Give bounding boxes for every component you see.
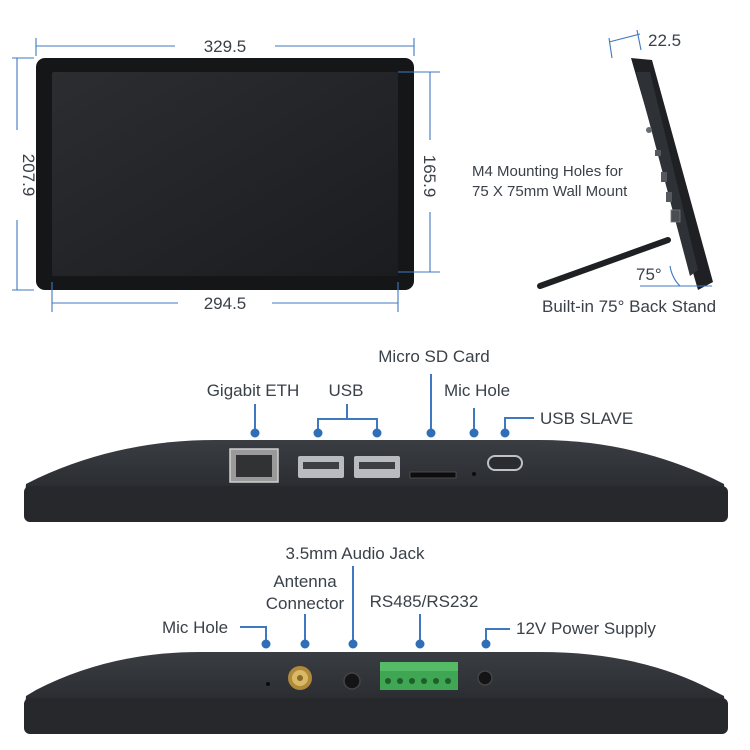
front-view: 329.5 207.9 165.9 294.5: [12, 37, 440, 313]
bottom-edge-view: 3.5mm Audio Jack Antenna Connector Mic H…: [24, 544, 728, 734]
mounting-holes-line2: 75 X 75mm Wall Mount: [472, 183, 628, 200]
label-audio-jack: 3.5mm Audio Jack: [286, 544, 425, 563]
power-jack: [477, 670, 493, 686]
label-antenna-line2: Connector: [266, 594, 345, 613]
dim-height-outer: 207.9: [12, 57, 38, 291]
side-view: 22.5 75° M4 Mounting Holes for 75 X 75mm…: [472, 29, 716, 316]
stand-angle-label: 75°: [636, 265, 662, 284]
label-mic-hole-bottom: Mic Hole: [162, 618, 228, 637]
rs485-terminal-block: [380, 662, 458, 690]
dim-height-outer-label: 207.9: [19, 154, 38, 197]
dim-height-inner-label: 165.9: [420, 155, 439, 198]
label-mic-hole-top: Mic Hole: [444, 381, 510, 400]
dim-width-bottom-label: 294.5: [204, 294, 247, 313]
antenna-connector: [288, 666, 312, 690]
label-usb-slave: USB SLAVE: [540, 409, 633, 428]
label-antenna-line1: Antenna: [273, 572, 337, 591]
dim-height-inner: 165.9: [398, 71, 440, 273]
label-micro-sd: Micro SD Card: [378, 347, 489, 366]
micro-sd-slot: [409, 471, 457, 479]
label-gigabit-eth: Gigabit ETH: [207, 381, 300, 400]
dim-width-top: 329.5: [35, 37, 415, 56]
front-screen: [52, 72, 398, 276]
mounting-holes-line1: M4 Mounting Holes for: [472, 163, 623, 180]
dim-width-bottom: 294.5: [51, 282, 399, 313]
dim-depth-label: 22.5: [648, 31, 681, 50]
dim-width-top-label: 329.5: [204, 37, 247, 56]
audio-jack: [343, 672, 361, 690]
label-power-supply: 12V Power Supply: [516, 619, 656, 638]
top-edge-view: Micro SD Card Gigabit ETH USB Mic Hole U…: [24, 347, 728, 522]
mic-hole-bottom: [266, 682, 270, 686]
back-stand-label: Built-in 75° Back Stand: [542, 297, 716, 316]
label-usb: USB: [329, 381, 364, 400]
back-stand: [537, 237, 671, 289]
mic-hole-top: [472, 472, 476, 476]
usb-c-port: [487, 455, 523, 471]
label-rs485: RS485/RS232: [370, 592, 479, 611]
